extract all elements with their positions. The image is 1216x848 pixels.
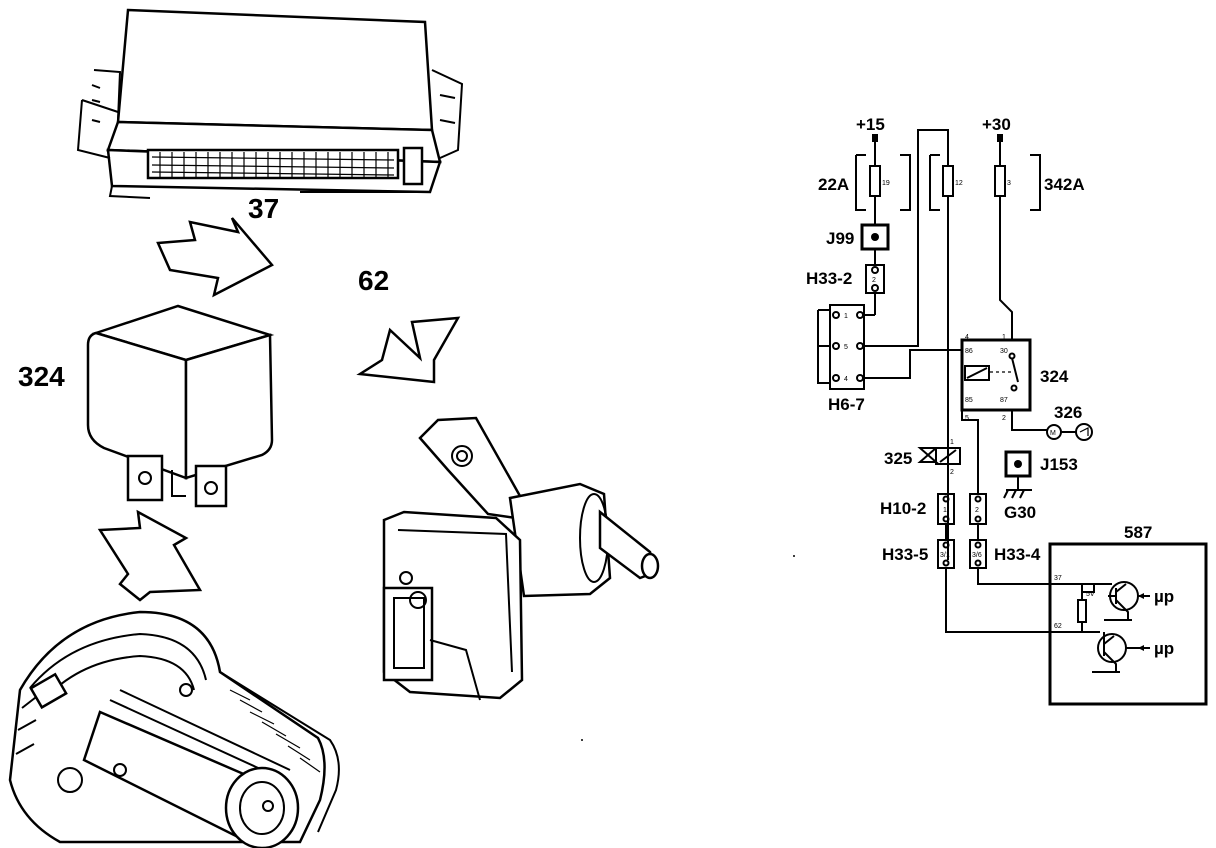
relay-pin-1: 1 xyxy=(1002,334,1006,341)
relay-pin-4: 4 xyxy=(965,334,969,341)
relay-324-box xyxy=(960,338,1032,412)
arrow-icon xyxy=(356,316,461,384)
ecu-587-label: 587 xyxy=(1124,523,1152,542)
relay-pin-5: 5 xyxy=(965,415,969,422)
h10-2-pin-2: 2 xyxy=(975,507,979,514)
wire xyxy=(945,568,1050,633)
arrow-icon xyxy=(156,217,274,298)
solenoid-valve-symbol xyxy=(935,447,961,465)
fuse-box-342a xyxy=(929,142,1041,211)
h33-2-label: H33-2 xyxy=(806,269,852,288)
vacuum-valve-illustration xyxy=(382,416,660,701)
relay-pin-2: 2 xyxy=(1002,415,1006,422)
relay-pin-85: 85 xyxy=(965,397,973,404)
valve-pin-2: 2 xyxy=(950,469,954,476)
resistor-symbol xyxy=(1077,599,1087,623)
ecu-587-box xyxy=(1048,542,1208,706)
valve-bowtie-icon xyxy=(917,447,939,463)
part-label-ecu: 37 xyxy=(248,193,279,224)
pump-326-label: 326 xyxy=(1054,403,1082,422)
wire xyxy=(977,568,1050,585)
terminal-marker xyxy=(997,134,1003,142)
h33-5-pin: 3/1 xyxy=(940,552,950,559)
arrow-icon xyxy=(97,509,203,602)
pump-icon xyxy=(1075,423,1093,441)
ecu-module-illustration xyxy=(76,8,464,199)
relay-pin-86: 86 xyxy=(965,348,973,355)
h10-2-pin-1: 1 xyxy=(943,507,947,514)
fuse-342a-label: 342A xyxy=(1044,175,1085,194)
ecu-voltage-label: 5V xyxy=(1086,591,1095,598)
speck xyxy=(581,739,583,741)
h33-2-pin: 2 xyxy=(872,277,876,284)
wire xyxy=(999,196,1013,340)
mu-p-label-2: µp xyxy=(1154,639,1174,658)
connector-pin xyxy=(871,233,879,241)
speck xyxy=(793,555,795,557)
fuse-symbol xyxy=(942,165,954,197)
supply-15-label: +15 xyxy=(856,115,885,134)
relay-324-label: 324 xyxy=(1040,367,1069,386)
wire xyxy=(863,129,949,347)
valve-pin-1: 1 xyxy=(950,439,954,446)
throttle-body-illustration xyxy=(8,610,340,848)
fuse-box-22a xyxy=(855,142,911,225)
part-label-relay: 324 xyxy=(18,361,65,392)
part-label-valve: 62 xyxy=(358,265,389,296)
motor-m-label: M xyxy=(1050,430,1056,437)
j99-label: J99 xyxy=(826,229,854,248)
j153-label: J153 xyxy=(1040,455,1078,474)
relay-pin-87: 87 xyxy=(1000,397,1008,404)
h33-4-pin: 3/6 xyxy=(972,552,982,559)
ecu-pin-37: 37 xyxy=(1054,575,1062,582)
ecu-pin-62: 62 xyxy=(1054,623,1062,630)
h6-7-pin-4: 4 xyxy=(844,376,848,383)
relay-coil-symbol xyxy=(964,365,990,381)
ground-icon xyxy=(1003,489,1032,499)
fuse-mid-pin: 12 xyxy=(955,180,963,187)
wire xyxy=(961,410,979,494)
fuse-symbol xyxy=(869,165,881,197)
wire xyxy=(1011,410,1048,431)
h6-7-label: H6-7 xyxy=(828,395,865,414)
relay-pin-30: 30 xyxy=(1000,348,1008,355)
terminal-marker xyxy=(872,134,878,142)
relay-switch-symbol xyxy=(1011,357,1019,383)
g30-label: G30 xyxy=(1004,503,1036,522)
valve-325-label: 325 xyxy=(884,449,912,468)
h6-7-pin-1: 1 xyxy=(844,313,848,320)
h33-5-label: H33-5 xyxy=(882,545,928,564)
supply-30-label: +30 xyxy=(982,115,1011,134)
wire xyxy=(863,349,962,379)
fuse-342a-pin: 3 xyxy=(1007,180,1011,187)
h10-2-label: H10-2 xyxy=(880,499,926,518)
fuse-22a-pin: 19 xyxy=(882,180,890,187)
mu-p-label-1: µp xyxy=(1154,587,1174,606)
h6-7-pin-5: 5 xyxy=(844,344,848,351)
relay-illustration xyxy=(86,304,275,508)
h33-4-label: H33-4 xyxy=(994,545,1041,564)
connector-pin xyxy=(1014,460,1022,468)
fuse-22a-label: 22A xyxy=(818,175,849,194)
fuse-symbol xyxy=(994,165,1006,197)
